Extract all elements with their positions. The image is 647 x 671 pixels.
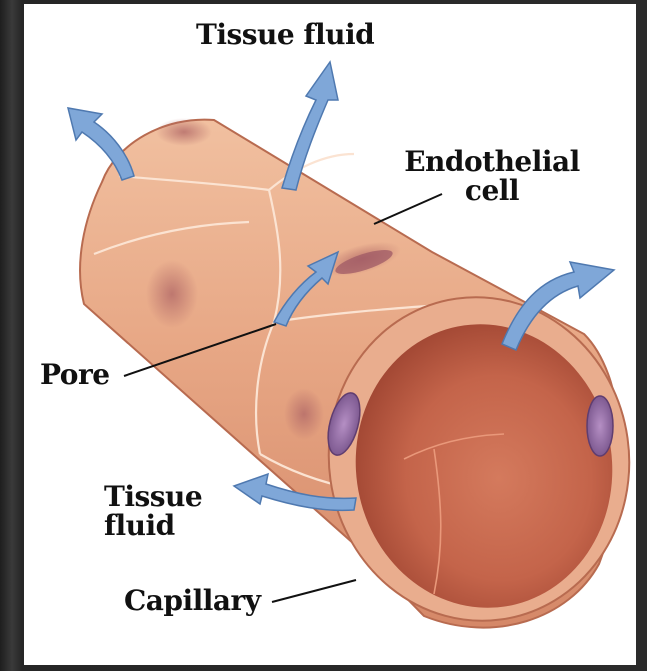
wall-shade xyxy=(284,388,324,440)
capillary-diagram xyxy=(24,4,636,665)
diagram-panel: Tissue fluid Endothelial cell Pore Tissu… xyxy=(24,4,636,665)
label-endothelial-cell: Endothelial cell xyxy=(402,147,582,206)
nucleus-right xyxy=(587,396,613,456)
label-tissue-fluid-bottom: Tissue fluid xyxy=(104,482,224,541)
label-capillary: Capillary xyxy=(124,586,261,615)
wall-shade xyxy=(156,118,212,146)
label-pore: Pore xyxy=(40,360,110,389)
wall-shade xyxy=(146,260,198,328)
label-tissue-fluid-top: Tissue fluid xyxy=(196,20,374,49)
capillary-leader xyxy=(272,580,356,602)
